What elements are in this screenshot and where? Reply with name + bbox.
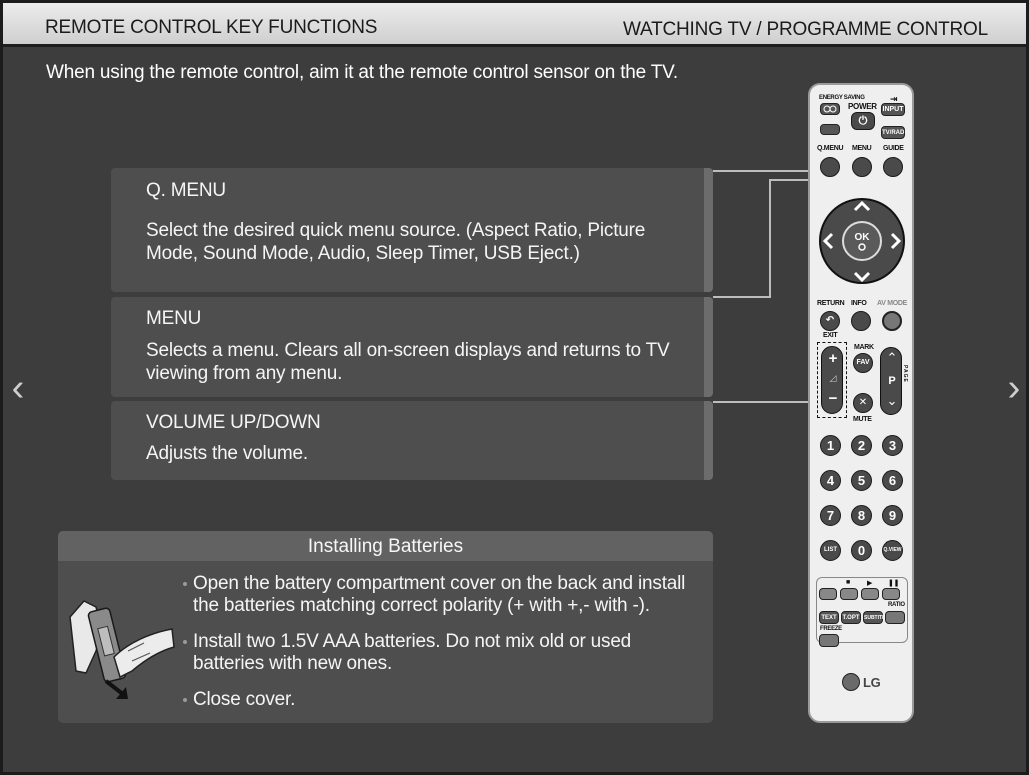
return-label: RETURN (817, 300, 845, 307)
brand-label: LG (863, 675, 881, 690)
t-opt-button[interactable]: T.OPT (841, 611, 861, 624)
guide-label: GUIDE (883, 145, 904, 152)
mute-button[interactable]: ✕ (853, 393, 873, 413)
power-button[interactable]: ⏻ (851, 112, 875, 130)
return-button[interactable]: ↶ (820, 311, 840, 331)
simplink-button[interactable] (820, 124, 840, 135)
key-description: Adjusts the volume. (146, 443, 309, 464)
intro-text: When using the remote control, aim it at… (46, 62, 678, 83)
digit-5-button[interactable]: 5 (851, 470, 872, 491)
energy-saving-button[interactable] (820, 103, 840, 115)
key-info-qmenu: Q. MENU Select the desired quick menu so… (111, 168, 713, 292)
freeze-label: FREEZE (820, 626, 842, 632)
input-arrow-icon: ⇥ (890, 94, 898, 104)
digit-1-button[interactable]: 1 (820, 435, 841, 456)
play-icon: ▶ (867, 580, 873, 587)
header-bar: REMOTE CONTROL KEY FUNCTIONS WATCHING TV… (3, 3, 1026, 47)
info-label: INFO (851, 300, 867, 307)
mute-label: MUTE (853, 416, 872, 423)
return-arrow-icon: ↶ (825, 315, 835, 326)
channel-rocker[interactable]: ⌃ P ⌄ (880, 347, 902, 415)
function-keys-block (816, 577, 908, 643)
batteries-title: Installing Batteries (58, 531, 713, 561)
battery-install-illustration-icon (69, 600, 175, 699)
color-key-blue[interactable] (882, 588, 900, 600)
ratio-label: RATIO (888, 602, 905, 608)
info-button[interactable] (851, 311, 871, 331)
color-key-red[interactable] (819, 588, 837, 600)
exit-label: EXIT (823, 332, 838, 339)
volume-up-icon: + (828, 350, 838, 367)
subtitle-button[interactable]: SUBTITLE (863, 611, 888, 624)
volume-icon: ◿ (829, 373, 837, 383)
menu-label: MENU (852, 145, 872, 152)
power-icon: ⏻ (858, 115, 868, 127)
key-info-volume: VOLUME UP/DOWN Adjusts the volume. (111, 401, 713, 480)
lg-logo-icon (842, 673, 860, 691)
qmenu-button[interactable] (820, 157, 840, 177)
chapter-title: WATCHING TV / PROGRAMME CONTROL (622, 19, 988, 40)
installing-batteries-panel: Installing Batteries Open the battery co… (58, 531, 713, 723)
text-button[interactable]: TEXT (819, 611, 839, 624)
digit-3-button[interactable]: 3 (882, 435, 903, 456)
key-title: MENU (146, 308, 202, 329)
volume-down-icon: − (828, 390, 838, 407)
pause-icon: ❚❚ (888, 580, 900, 587)
key-title: Q. MENU (146, 180, 226, 201)
input-button[interactable]: INPUT (881, 103, 905, 116)
digit-6-button[interactable]: 6 (882, 470, 903, 491)
mark-label: MARK (854, 344, 874, 351)
energy-saving-icon (823, 105, 837, 113)
freeze-button[interactable] (819, 634, 839, 647)
list-item: Close cover. (182, 689, 702, 711)
color-key-green[interactable] (840, 588, 858, 600)
key-description: Select the desired quick menu source. (A… (146, 220, 646, 264)
list-button[interactable]: LIST (820, 540, 841, 561)
power-label: POWER (848, 102, 877, 111)
digit-2-button[interactable]: 2 (851, 435, 872, 456)
energy-saving-label: ENERGY SAVING (819, 95, 865, 101)
color-key-yellow[interactable] (861, 588, 879, 600)
page-label: PAGE (902, 365, 908, 383)
digit-7-button[interactable]: 7 (820, 505, 841, 526)
key-description: Selects a menu. Clears all on-screen dis… (146, 340, 670, 384)
digit-4-button[interactable]: 4 (820, 470, 841, 491)
digit-9-button[interactable]: 9 (882, 505, 903, 526)
next-page-arrow-icon[interactable]: › (1007, 367, 1021, 409)
menu-button[interactable] (852, 157, 872, 177)
navigation-pad[interactable]: OK (814, 185, 910, 295)
ok-label: OK (855, 232, 871, 243)
stop-icon: ■ (846, 579, 850, 586)
channel-up-icon: ⌃ (886, 350, 898, 365)
volume-highlight-frame (817, 342, 847, 418)
q-view-button[interactable]: Q.VIEW (882, 540, 903, 561)
section-title: REMOTE CONTROL KEY FUNCTIONS (45, 17, 378, 38)
channel-p-label: P (888, 375, 896, 387)
battery-steps-list: Open the battery compartment cover on th… (182, 573, 702, 723)
channel-down-icon: ⌄ (886, 393, 898, 408)
volume-rocker[interactable]: + ◿ − (821, 346, 843, 414)
list-item: Open the battery compartment cover on th… (182, 573, 702, 617)
digit-8-button[interactable]: 8 (851, 505, 872, 526)
fav-button[interactable]: FAV (853, 353, 873, 373)
list-item: Install two 1.5V AAA batteries. Do not m… (182, 631, 702, 675)
qmenu-label: Q.MENU (817, 145, 844, 152)
av-mode-label: AV MODE (877, 300, 908, 307)
tv-rad-button[interactable]: TV/RAD (881, 126, 905, 139)
av-mode-button[interactable] (882, 311, 902, 331)
ratio-button[interactable] (885, 611, 905, 624)
prev-page-arrow-icon[interactable]: ‹ (11, 367, 25, 409)
mute-icon: ✕ (858, 397, 868, 408)
guide-button[interactable] (883, 157, 903, 177)
remote-control-illustration: ENERGY SAVING POWER ⏻ ⇥ INPUT TV/RAD Q.M… (808, 83, 914, 723)
key-info-menu: MENU Selects a menu. Clears all on-scree… (111, 297, 713, 397)
digit-0-button[interactable]: 0 (851, 540, 872, 561)
key-title: VOLUME UP/DOWN (146, 412, 321, 433)
